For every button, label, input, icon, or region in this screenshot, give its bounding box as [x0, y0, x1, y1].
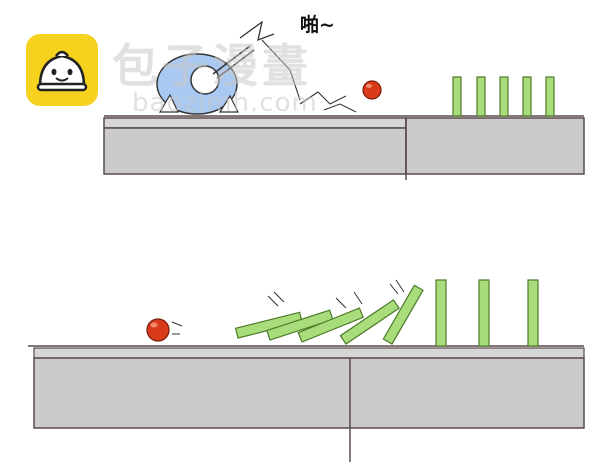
sound-effect-text: 啪~: [300, 14, 335, 36]
bottom-standing-dominoes: [435, 279, 539, 347]
domino: [452, 76, 462, 117]
domino: [266, 309, 334, 341]
domino: [382, 284, 424, 345]
bottom-ball: [146, 318, 170, 342]
bottom-table-surface: [33, 347, 585, 359]
bottom-falling-dominoes: [234, 279, 424, 345]
steamed-bun-face-icon: [36, 50, 88, 92]
domino: [476, 76, 486, 117]
bottom-panel: [28, 279, 585, 462]
domino: [527, 279, 539, 347]
fan-device: [156, 20, 357, 115]
watermark-logo: [26, 34, 98, 106]
domino: [297, 307, 364, 343]
domino: [478, 279, 490, 347]
bottom-table-body: [33, 357, 585, 429]
top-ball: [362, 80, 382, 100]
watermark-site-text: baozimh.com: [132, 88, 318, 118]
top-dominoes: [452, 76, 555, 117]
domino: [499, 76, 509, 117]
domino: [522, 76, 532, 117]
domino: [435, 279, 447, 347]
top-table-right-body: [405, 117, 585, 175]
top-table-surface: [103, 117, 407, 129]
top-panel: [103, 20, 585, 180]
domino: [339, 299, 400, 345]
top-table-left-body: [103, 127, 407, 175]
domino: [545, 76, 555, 117]
watermark-brand-text: 包子漫畫: [112, 39, 312, 93]
